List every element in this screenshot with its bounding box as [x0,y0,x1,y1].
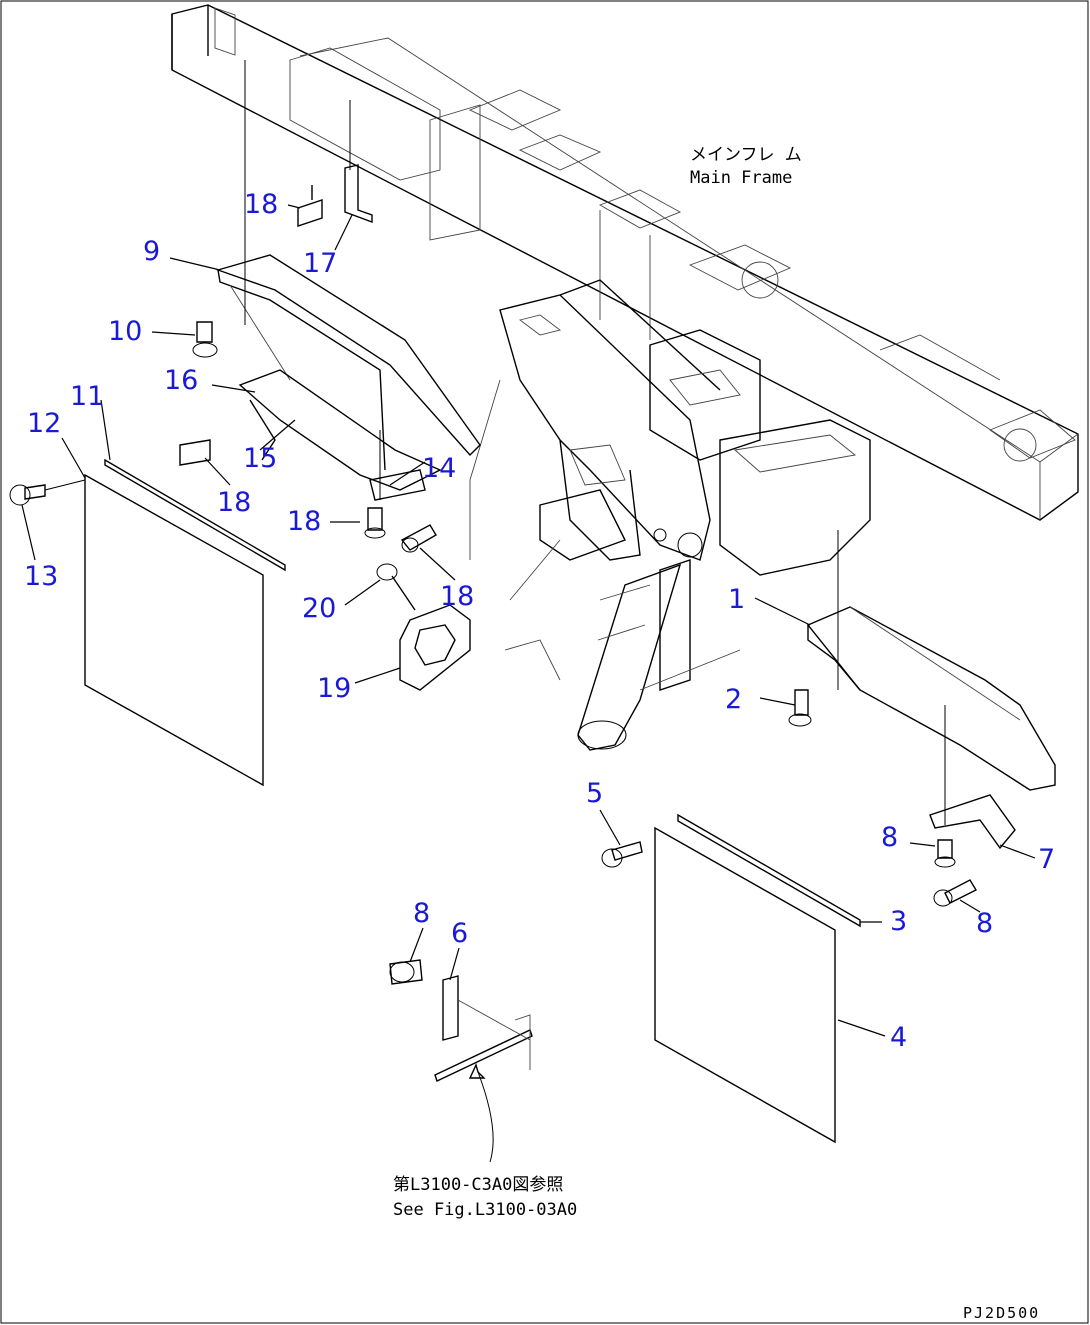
callout-19: 19 [317,673,351,704]
sub-frame-drawing [469,279,871,751]
callout-8-right-lower: 8 [976,908,993,939]
callout-12: 12 [27,408,61,439]
left-mudflap-drawing [9,458,286,787]
reference-note-jp: 第L3100-C3A0図参照 [393,1175,563,1195]
reference-note-en: See Fig.L3100-03A0 [393,1200,577,1220]
callout-9: 9 [143,236,160,267]
callout-6: 6 [451,918,468,949]
callout-1: 1 [728,584,745,615]
callout-18-left: 18 [217,487,251,518]
callout-13: 13 [24,561,58,592]
callout-2: 2 [725,684,742,715]
main-frame-label-jp: メインフレ ム [690,145,802,165]
callout-7: 7 [1038,844,1055,875]
callout-15: 15 [243,443,277,474]
main-frame-label-en: Main Frame [690,168,792,188]
left-fender-drawing [179,60,481,553]
callout-14: 14 [422,453,456,484]
callout-8-right-upper: 8 [881,822,898,853]
main-frame-drawing [171,4,1079,521]
callout-4: 4 [890,1022,907,1053]
leader-lines [21,204,1036,1037]
callout-18-lower: 18 [440,581,474,612]
callout-labels: 1 2 3 4 5 6 7 8 8 8 9 10 11 12 13 14 15 … [24,189,1055,1053]
callout-8-detail: 8 [413,898,430,929]
right-fender-drawing [788,530,1056,907]
callout-10: 10 [108,316,142,347]
detail-inset-drawing [389,959,533,1163]
callout-3: 3 [890,906,907,937]
callout-18-middle: 18 [287,506,321,537]
sheet-code: PJ2D500 [963,1304,1040,1322]
step-drawing [376,563,471,691]
callout-20: 20 [302,593,336,624]
callout-11: 11 [70,381,104,412]
callout-5: 5 [586,778,603,809]
callout-18-top: 18 [244,189,278,220]
right-mudflap-drawing [601,813,861,1144]
callout-16: 16 [164,365,198,396]
callout-17: 17 [303,248,337,279]
